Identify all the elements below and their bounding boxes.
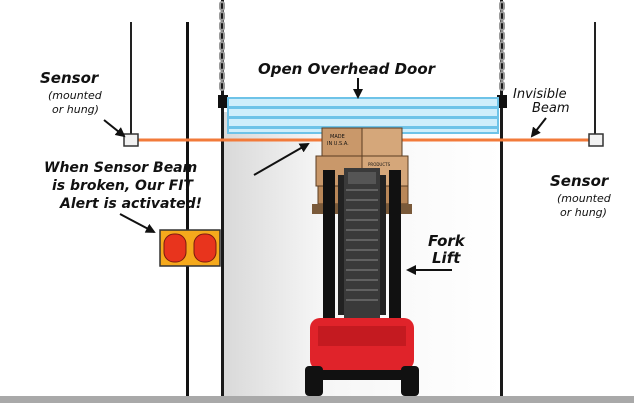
forklift-label-line2: Lift <box>432 249 461 267</box>
box-mark-line2: IN U.S.A. <box>327 141 349 147</box>
arrow-to-alert <box>119 213 156 233</box>
box-tag: PRODUCTS <box>368 162 391 167</box>
post <box>186 22 189 396</box>
sensor-right-sub2: or hung) <box>560 206 607 219</box>
sensor-left-sub2: or hung) <box>52 103 99 116</box>
chain-left <box>219 1 225 91</box>
sensor-left-title: Sensor <box>40 69 100 87</box>
wall-right <box>500 0 503 396</box>
chain-right <box>499 1 505 91</box>
alert-light-icon <box>159 229 221 267</box>
alert-text-line1: When Sensor Beam <box>44 160 197 176</box>
sensor-left-sub1: (mounted <box>48 89 103 102</box>
sensor-right-title: Sensor <box>550 172 610 190</box>
forklift-icon <box>305 127 419 396</box>
beam-label-line2: Beam <box>532 101 570 116</box>
forklift-label-line1: Fork <box>428 232 466 250</box>
alert-text-line3: Alert is activated! <box>59 196 202 212</box>
arrow-to-sensor-left <box>103 119 126 138</box>
sensor-left-pole <box>130 22 132 134</box>
sensor-right-sub1: (mounted <box>557 192 612 205</box>
arrow-to-beam-break <box>253 143 310 176</box>
door-label: Open Overhead Door <box>258 60 437 78</box>
alert-text-line2: is broken, Our FIT <box>52 178 194 194</box>
sensor-left-icon <box>123 133 139 147</box>
box-mark-line1: MADE <box>330 134 345 140</box>
beam-label-line1: Invisible <box>513 87 567 102</box>
floor <box>0 396 634 403</box>
sensor-right-icon <box>588 133 604 147</box>
arrow-to-beam-right <box>530 117 547 138</box>
wall-left <box>221 0 224 396</box>
sensor-right-pole <box>594 22 596 134</box>
overhead-door-icon <box>218 95 507 134</box>
